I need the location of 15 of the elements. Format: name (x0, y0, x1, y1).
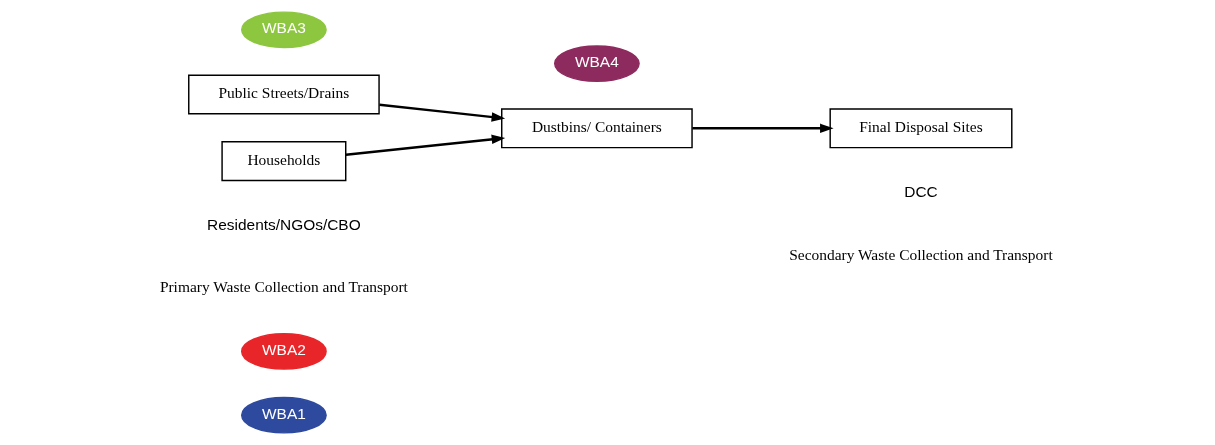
node-ellipse: WBA4 (553, 45, 640, 82)
label: DCC (903, 182, 938, 200)
label: Secondary Waste Collection and Transport (788, 245, 1053, 263)
node-box: Dustbins/ Containers (500, 108, 693, 149)
label: Primary Waste Collection and Transport (159, 278, 408, 296)
node-box: Households (220, 141, 346, 182)
arrow (691, 123, 834, 134)
node-box: Final Disposal Sites (828, 108, 1012, 149)
arrow (345, 134, 505, 156)
node-ellipse: WBA3 (240, 11, 327, 49)
label: Residents/NGOs/CBO (206, 215, 361, 233)
node-ellipse: WBA1 (240, 396, 327, 434)
node-box: Public Streets/Drains (187, 74, 380, 115)
arrow (378, 103, 505, 122)
node-ellipse: WBA2 (240, 333, 327, 370)
